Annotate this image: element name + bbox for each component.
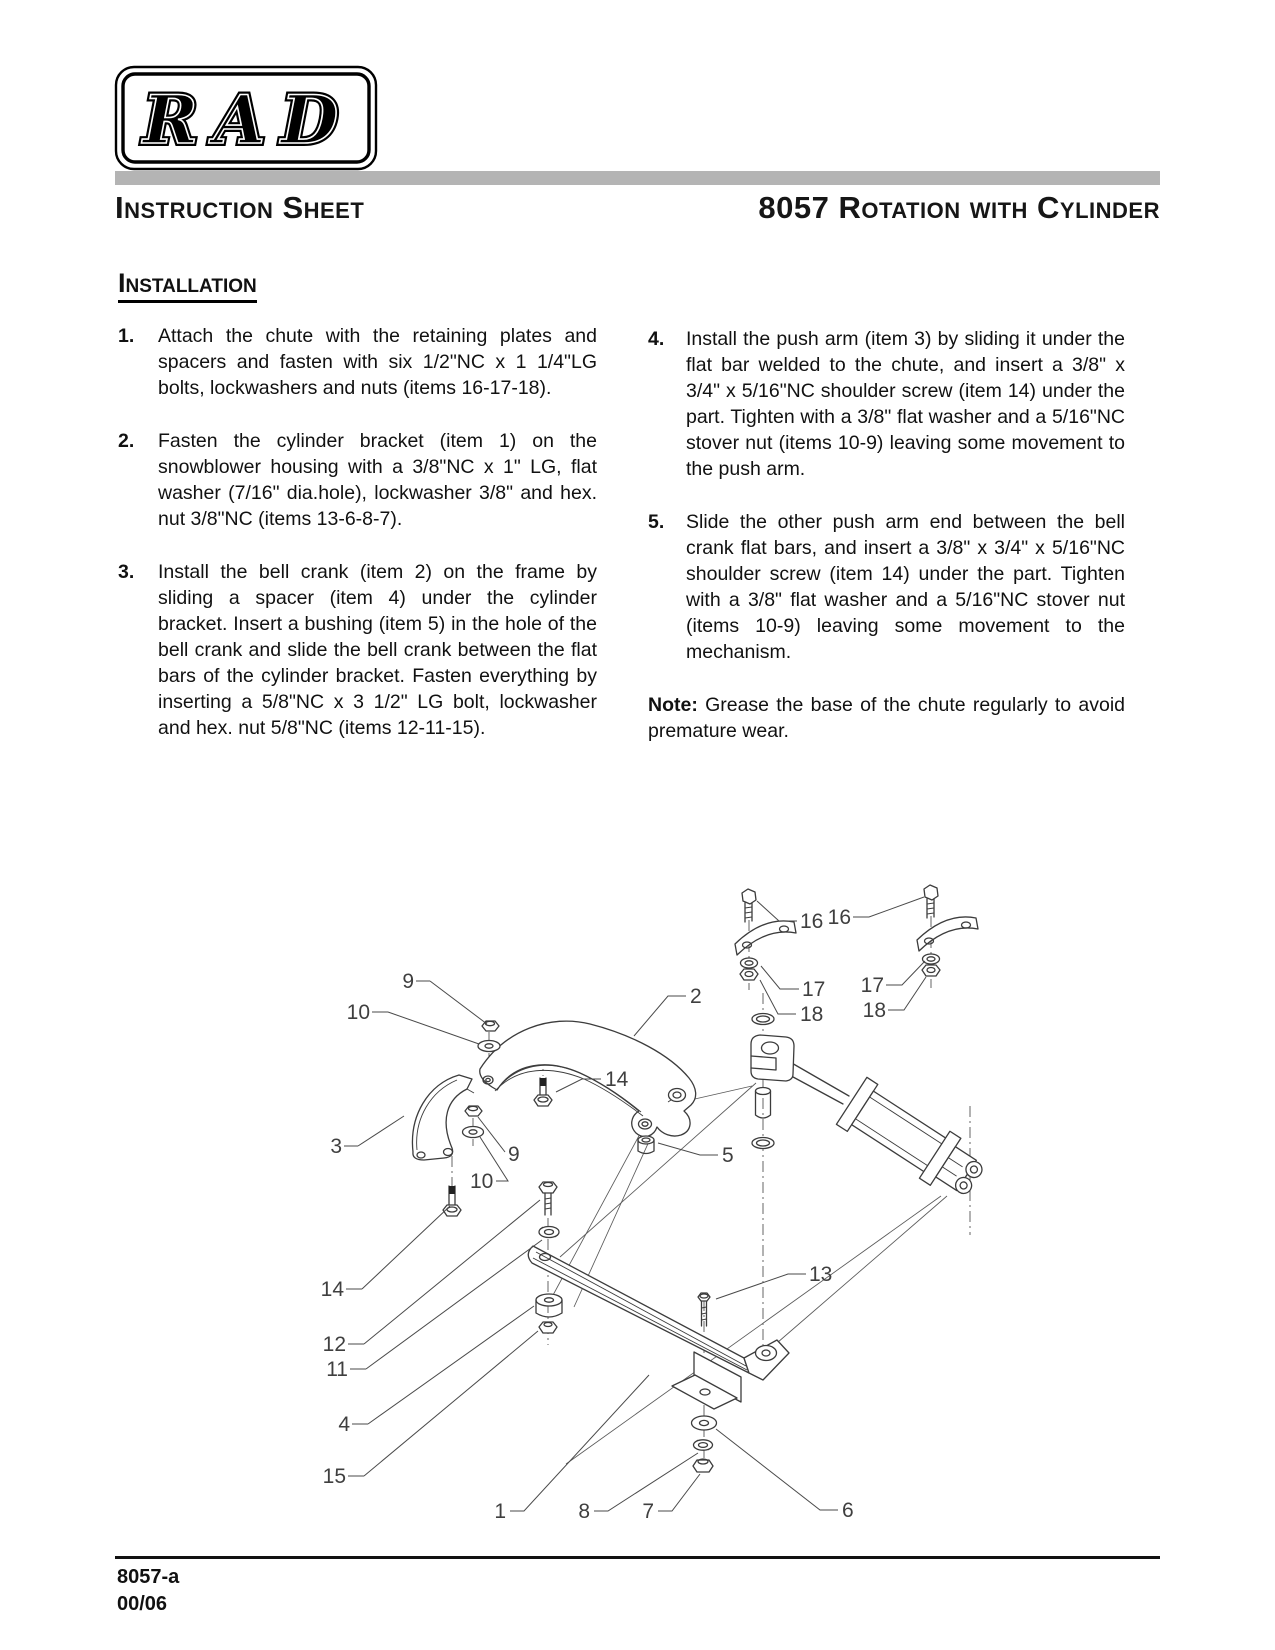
logo-inner-border xyxy=(121,72,371,164)
step-text: Install the push arm (item 3) by sliding… xyxy=(686,328,1125,480)
install-step-3: 3. Install the bell crank (item 2) on th… xyxy=(118,559,597,741)
revision-date: 00/06 xyxy=(117,1593,168,1615)
clevis-upper xyxy=(750,1034,795,1082)
part-callout-16b: 16 xyxy=(828,906,851,929)
part-callout-5: 5 xyxy=(722,1144,734,1167)
step-text: Fasten the cylinder bracket (item 1) on … xyxy=(158,430,597,530)
install-step-1: 1. Attach the chute with the retaining p… xyxy=(118,323,597,401)
rad-logo: RAD RAD RAD xyxy=(114,65,378,171)
exploded-parts-diagram: 16 17 18 16 17 18 2 9 10 3 14 5 9 10 14 … xyxy=(321,884,983,1523)
part-callout-15: 15 xyxy=(323,1465,346,1488)
step-number: 3. xyxy=(118,561,135,583)
part-callout-14b: 14 xyxy=(321,1278,345,1301)
step-number: 5. xyxy=(648,511,665,533)
nut-washer-upper xyxy=(477,1020,501,1053)
header-divider-bar xyxy=(115,171,1160,185)
step-number: 1. xyxy=(118,325,135,347)
part-callout-11: 11 xyxy=(326,1358,348,1381)
bolt-13-part xyxy=(697,1292,711,1327)
install-step-4: 4. Install the push arm (item 3) by slid… xyxy=(648,326,1125,482)
document-code: 8057-a xyxy=(117,1566,180,1588)
part-callout-3: 3 xyxy=(330,1135,342,1158)
footer-divider xyxy=(115,1556,1160,1559)
step-text: Slide the other push arm end between the… xyxy=(686,511,1125,663)
step-number: 2. xyxy=(118,430,135,452)
part-callout-10b: 10 xyxy=(470,1170,493,1193)
part-callout-18: 18 xyxy=(800,1003,823,1026)
note-text: Grease the base of the chute regularly t… xyxy=(648,694,1125,742)
clevis-pin xyxy=(751,1012,775,1150)
callout-leaders xyxy=(344,896,927,1512)
part-callout-17: 17 xyxy=(802,978,825,1001)
logo-outer-border xyxy=(114,65,378,171)
retaining-plate-assembly xyxy=(734,888,797,981)
svg-text:RAD: RAD xyxy=(141,81,354,159)
cylinder-bracket-part xyxy=(527,1245,790,1410)
part-callout-9: 9 xyxy=(402,970,414,993)
part-callout-8: 8 xyxy=(578,1500,590,1523)
install-step-5: 5. Slide the other push arm end between … xyxy=(648,509,1125,665)
part-callout-13: 13 xyxy=(809,1263,832,1286)
install-step-2: 2. Fasten the cylinder bracket (item 1) … xyxy=(118,428,597,532)
hydraulic-cylinder-part xyxy=(835,1076,983,1195)
part-callout-6: 6 xyxy=(842,1499,854,1522)
part-callout-16: 16 xyxy=(800,910,823,933)
part-callout-18b: 18 xyxy=(863,999,886,1022)
svg-text:RAD: RAD xyxy=(141,81,354,159)
part-callout-12: 12 xyxy=(323,1333,346,1356)
left-column: Installation 1. Attach the chute with th… xyxy=(118,268,597,768)
step-text: Install the bell crank (item 2) on the f… xyxy=(158,561,597,739)
part-callout-10: 10 xyxy=(347,1001,370,1024)
step-number: 4. xyxy=(648,328,665,350)
section-heading-installation: Installation xyxy=(118,268,597,303)
bell-crank-part xyxy=(479,1020,697,1138)
nut-washer-lower xyxy=(461,1105,485,1139)
part-callout-4: 4 xyxy=(338,1413,350,1436)
part-callout-7: 7 xyxy=(642,1500,654,1523)
part-callout-17b: 17 xyxy=(861,974,884,997)
shoulder-screw-left xyxy=(442,1185,462,1217)
page-title: 8057 Rotation with Cylinder xyxy=(758,190,1160,225)
washer-nut-stack-bottom xyxy=(690,1415,718,1473)
svg-text:RAD: RAD xyxy=(141,81,354,159)
part-callout-14: 14 xyxy=(605,1068,629,1091)
part-callout-1: 1 xyxy=(494,1500,506,1523)
note-label: Note: xyxy=(648,694,698,716)
sheet-label: Instruction Sheet xyxy=(115,190,365,225)
part-callout-2: 2 xyxy=(690,985,702,1008)
callout-labels: 16 17 18 16 17 18 2 9 10 3 14 5 9 10 14 … xyxy=(321,906,886,1523)
rad-logo-text: RAD RAD RAD xyxy=(138,78,354,162)
bushing-part xyxy=(637,1135,655,1155)
retaining-plate-assembly-right xyxy=(916,884,979,977)
right-column: 4. Install the push arm (item 3) by slid… xyxy=(648,326,1125,764)
pivot-bolt-stack xyxy=(535,1181,563,1334)
step-text: Attach the chute with the retaining plat… xyxy=(158,325,597,399)
grease-note: Note: Grease the base of the chute regul… xyxy=(648,692,1125,744)
shoulder-screw-mid xyxy=(533,1077,553,1107)
part-callout-9b: 9 xyxy=(508,1143,520,1166)
push-arm-part xyxy=(411,1074,475,1161)
